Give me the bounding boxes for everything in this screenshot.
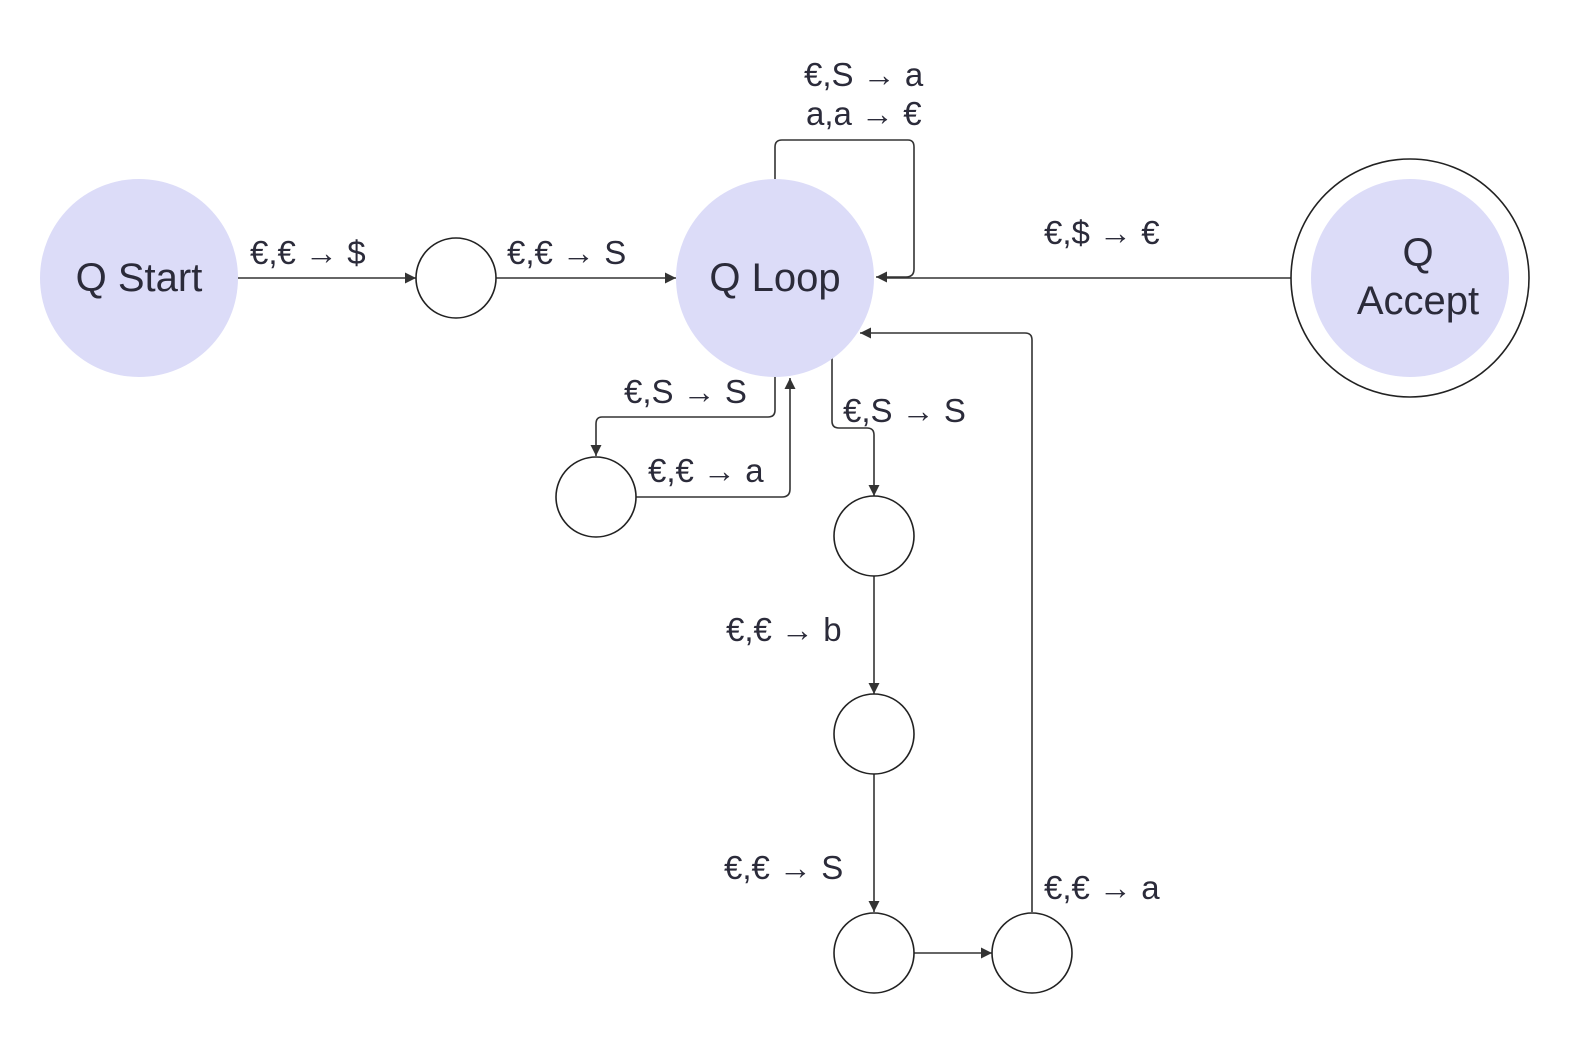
edge-loop-to-s3 [831,356,880,496]
state-start[interactable] [40,179,238,377]
state-s6[interactable] [991,912,1073,994]
label-loop-to-s3: €,S → S [843,392,966,429]
state-s5[interactable] [833,912,915,994]
edge-s2-to-loop [636,378,796,498]
label-start-to-s1: €,€ → $ [250,234,366,271]
label-s1-to-loop: €,€ → S [507,234,626,271]
edge-s6-to-loop [860,327,1033,912]
state-s3[interactable] [833,495,915,577]
edge-loop-self [774,139,915,283]
state-s4[interactable] [833,693,915,775]
label-loop-self-1: €,S → a [804,56,924,93]
state-start-label: Q Start [76,256,203,300]
state-loop-label: Q Loop [709,256,840,300]
state-accept-label-line2: Accept [1357,279,1479,323]
label-s6-to-loop: €,€ → a [1044,869,1160,906]
label-loop-to-s2: €,S → S [624,373,747,410]
label-s4-to-s5: €,€ → S [724,849,843,886]
state-s1[interactable] [415,237,497,319]
label-loop-to-accept: €,$ → € [1044,214,1160,251]
label-loop-self-2: a,a → € [806,95,922,132]
label-s3-to-s4: €,€ → b [726,611,842,648]
state-loop[interactable] [676,179,874,377]
state-accept[interactable] [1311,179,1509,377]
edge-loop-to-s2 [590,372,776,456]
state-accept-label-line1: Q [1402,231,1433,275]
state-s2[interactable] [555,456,637,538]
label-s2-to-loop: €,€ → a [648,452,764,489]
